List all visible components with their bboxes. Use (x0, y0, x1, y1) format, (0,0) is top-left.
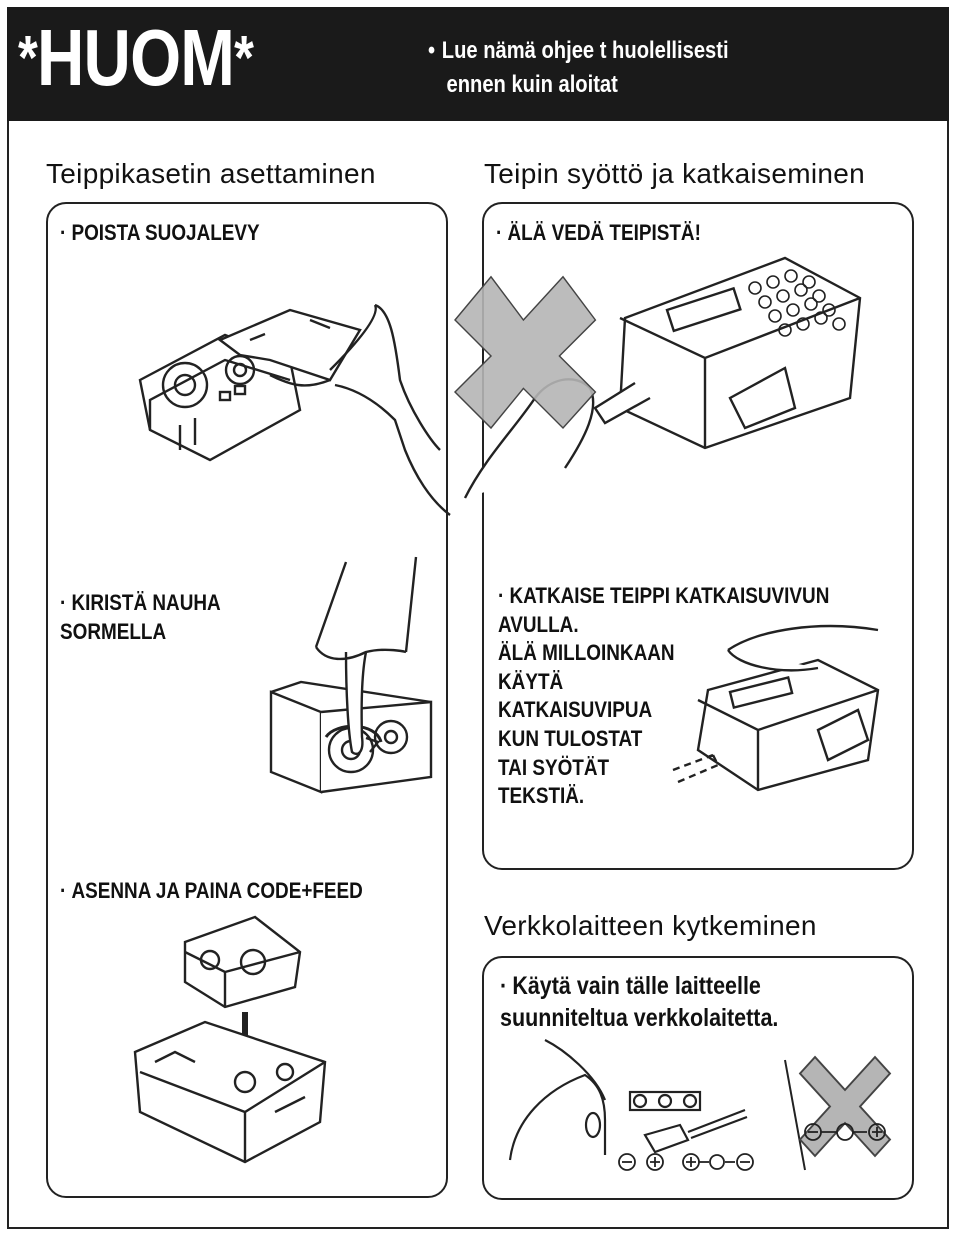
step-do-not-pull: ·ÄLÄ VEDÄ TEIPISTÄ! (496, 220, 701, 245)
do-not-pull-illustration (453, 256, 862, 499)
notice-line-1: Lue nämä ohjee t huolellisesti (441, 37, 729, 64)
step-remove-plate: ·POISTA SUOJALEVY (60, 220, 260, 245)
cut-tape-illustration (672, 624, 880, 792)
adapter-illustration (508, 1039, 892, 1171)
step-tighten-ribbon: ·KIRISTÄ NAUHA SORMELLA (60, 590, 221, 644)
step-use-adapter: ·Käytä vain tälle laitteelle suunniteltu… (500, 972, 779, 1032)
section-feed-title: Teipin syöttö ja katkaiseminen (484, 158, 865, 189)
section-adapter-title: Verkkolaitteen kytkeminen (484, 910, 817, 941)
notice-line-2: ennen kuin aloitat (446, 71, 618, 98)
step-install-press: ·ASENNA JA PAINA CODE+FEED (60, 878, 363, 903)
step-cut-tape: ·KATKAISE TEIPPI KATKAISUVIVUN AVULLA. Ä… (498, 583, 830, 809)
read-instructions-notice: •Lue nämä ohjee t huolellisesti ennen ku… (428, 34, 729, 102)
install-cassette-illustration (133, 915, 327, 1164)
huom-text: HUOM (36, 13, 235, 102)
star-left: * (18, 24, 38, 93)
star-right: * (234, 24, 254, 93)
huom-banner (7, 7, 949, 121)
tighten-ribbon-illustration (269, 556, 433, 794)
remove-plate-illustration (138, 303, 451, 516)
huom-title: *HUOM* (18, 18, 254, 98)
section-cassette-title: Teippikasetin asettaminen (46, 158, 376, 189)
notice-bullet: • (428, 37, 436, 64)
